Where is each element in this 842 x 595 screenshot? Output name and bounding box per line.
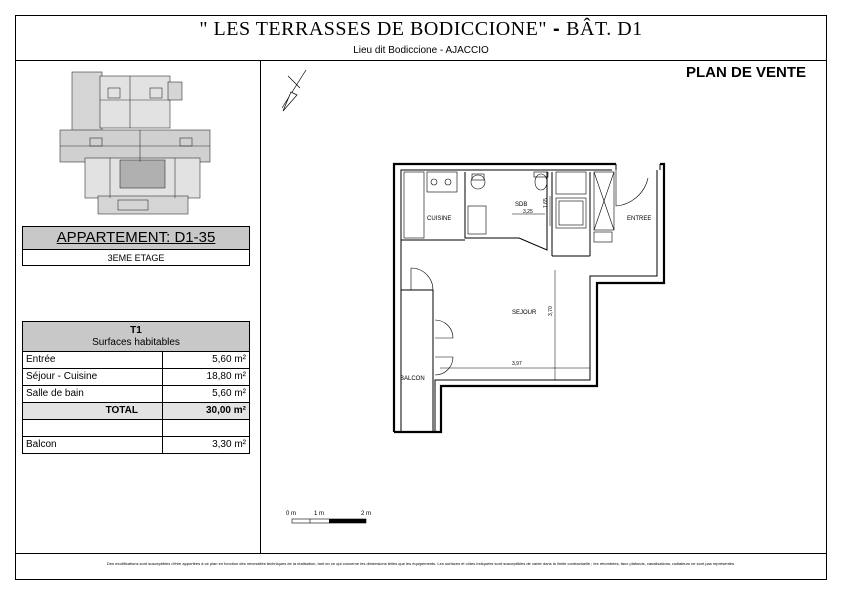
dim-sdb-depth: 1,65: [543, 198, 549, 208]
row-value: 18,80 m²: [206, 371, 246, 382]
footer-divider: [15, 553, 827, 554]
bathroom-fixtures: [533, 171, 615, 243]
building-label: BÂT. D1: [566, 18, 643, 40]
dim-sdb-width: 3,25: [523, 209, 533, 215]
walls: [392, 162, 666, 434]
total-value: 30,00 m²: [205, 405, 246, 416]
project-title: " LES TERRASSES DE BODICCIONE"-BÂT. D1: [0, 18, 842, 41]
doors: [410, 170, 649, 376]
apartment-type: T1: [130, 325, 142, 336]
room-label-entree: ENTREE: [627, 216, 651, 222]
plan-type-label: PLAN DE VENTE: [686, 64, 807, 81]
page-frame: [15, 15, 827, 580]
project-name: " LES TERRASSES DE BODICCIONE": [199, 18, 547, 40]
apartment-floor: 3EME ETAGE: [107, 253, 165, 263]
kitchen-fixtures: [403, 171, 487, 239]
balcony-row: Balcon 3,30 m²: [23, 437, 249, 453]
row-label: Séjour - Cuisine: [23, 369, 163, 385]
header-divider: [15, 60, 827, 61]
spacer-row: [23, 420, 249, 437]
room-label-sejour: SEJOUR: [512, 310, 537, 316]
table-row: Entrée 5,60 m²: [23, 352, 249, 369]
row-value: 5,60 m²: [212, 388, 246, 399]
dim-sejour-width: 3,97: [512, 361, 522, 367]
row-label: Salle de bain: [23, 386, 163, 402]
surfaces-caption: Surfaces habitables: [92, 337, 180, 348]
title-dash: -: [553, 18, 561, 40]
scale-2: 2 m: [361, 511, 371, 517]
scale-1: 1 m: [314, 511, 324, 517]
apartment-box: APPARTEMENT: D1-35 3EME ETAGE: [22, 226, 250, 266]
total-row: TOTAL 30,00 m²: [23, 403, 249, 420]
row-label: Entrée: [23, 352, 163, 368]
apartment-name: APPARTEMENT: D1-35: [23, 227, 249, 250]
dim-sejour-depth: 3,70: [548, 306, 554, 316]
total-label: TOTAL: [23, 403, 163, 419]
balcony-value: 3,30 m²: [212, 439, 246, 450]
room-label-balcon: BALCON: [400, 376, 425, 382]
project-location: Lieu dit Bodiccione - AJACCIO: [353, 45, 489, 56]
surfaces-table: T1 Surfaces habitables Entrée 5,60 m² Sé…: [22, 321, 250, 454]
table-row: Salle de bain 5,60 m²: [23, 386, 249, 403]
surfaces-header: T1 Surfaces habitables: [23, 322, 249, 352]
footer-disclaimer: Des modifications sont susceptibles d'êt…: [106, 561, 736, 566]
scale-0: 0 m: [286, 511, 296, 517]
north-arrow-icon: [281, 69, 307, 112]
dimension-lines: [440, 196, 590, 380]
balcony-label: Balcon: [23, 437, 163, 453]
scale-bar: [291, 518, 367, 524]
room-label-sdb: SDB: [515, 202, 527, 208]
table-row: Séjour - Cuisine 18,80 m²: [23, 369, 249, 386]
panel-divider: [260, 60, 261, 553]
room-label-cuisine: CUISINE: [427, 216, 451, 222]
row-value: 5,60 m²: [212, 354, 246, 365]
